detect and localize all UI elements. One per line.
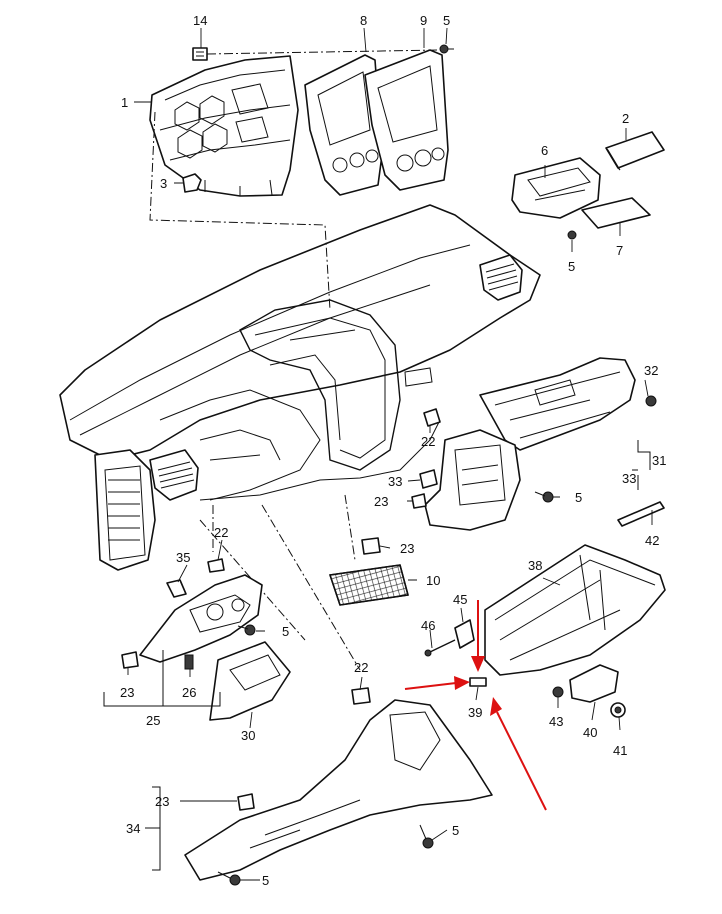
callout-45: 45 — [453, 592, 467, 607]
part-40-latch — [569, 664, 619, 703]
part-5-screw-bottom2 — [217, 871, 241, 886]
part-45-damper — [454, 619, 475, 649]
part-32-bolt — [645, 395, 657, 407]
dashboard-main-body — [59, 204, 541, 571]
callout-8: 8 — [360, 13, 367, 28]
part-33-clip-mid — [419, 469, 438, 489]
part-23-clip-mid — [411, 493, 427, 509]
part-34-side-sill-trim — [184, 699, 493, 881]
part-6-storage-compartment — [511, 157, 601, 219]
part-22-clip-mid — [423, 408, 441, 427]
callout-1: 1 — [121, 95, 128, 110]
highlight-arrows — [404, 600, 547, 811]
dashed-line-center — [149, 111, 331, 311]
callout-46: 46 — [421, 618, 435, 633]
callout-14: 14 — [193, 13, 207, 28]
callout-5-left: 5 — [282, 624, 289, 639]
leader-lines — [103, 27, 653, 881]
callout-38: 38 — [528, 558, 542, 573]
callout-3: 3 — [160, 176, 167, 191]
part-23-clip-bottom — [237, 793, 255, 811]
part-25-lower-trim-left — [139, 574, 263, 663]
callout-43: 43 — [549, 714, 563, 729]
callout-32: 32 — [644, 363, 658, 378]
part-41-lock-cylinder — [610, 702, 626, 718]
part-5-screw-bottom1 — [419, 824, 434, 849]
callout-33-right: 33 — [622, 471, 636, 486]
part-38-glovebox — [484, 544, 666, 676]
part-30-knee-cover — [209, 641, 291, 721]
part-46-cable — [424, 639, 456, 657]
part-3-clip — [182, 173, 202, 193]
callout-23-left: 23 — [120, 685, 134, 700]
callout-9: 9 — [420, 13, 427, 28]
dashed-line-diagonal — [261, 504, 361, 671]
part-35-bracket — [166, 579, 187, 598]
part-9-trim-frame — [364, 49, 449, 191]
part-23-clip-left — [121, 651, 139, 669]
part-8-trim-frame — [304, 54, 383, 196]
part-5-screw-left — [237, 624, 256, 636]
callout-5-top: 5 — [443, 13, 450, 28]
callout-6: 6 — [541, 143, 548, 158]
part-10-mesh-pad — [329, 564, 409, 606]
part-2-cover-plate — [605, 131, 665, 171]
part-5-screw-top — [439, 44, 454, 54]
callout-23-mid: 23 — [374, 494, 388, 509]
part-5-screw-right — [567, 230, 577, 240]
callout-30: 30 — [241, 728, 255, 743]
callout-34: 34 — [126, 821, 140, 836]
part-43-screw — [552, 686, 564, 698]
callout-42: 42 — [645, 533, 659, 548]
part-33-support-bracket — [424, 429, 521, 531]
callout-33-mid: 33 — [388, 474, 402, 489]
part-23-clip-center — [361, 537, 381, 555]
callout-40: 40 — [583, 725, 597, 740]
part-31-lower-trim-right — [479, 357, 636, 451]
part-22-clip-low — [351, 687, 371, 705]
dashed-line-to-30 — [199, 519, 306, 641]
dashed-line-to-10 — [344, 494, 356, 561]
callout-25: 25 — [146, 713, 160, 728]
callout-22-mid: 22 — [421, 434, 435, 449]
part-14-clip — [192, 47, 208, 61]
callout-labels: 14 8 9 5 1 2 3 6 5 7 32 22 31 33 33 23 5… — [120, 13, 666, 888]
callout-10: 10 — [426, 573, 440, 588]
callout-5-right: 5 — [568, 259, 575, 274]
part-5-screw-mid — [534, 491, 554, 503]
callout-22-low: 22 — [354, 660, 368, 675]
callout-23-center: 23 — [400, 541, 414, 556]
callout-7: 7 — [616, 243, 623, 258]
callout-5-bottom1: 5 — [452, 823, 459, 838]
part-39-pin — [469, 677, 487, 687]
callout-22-left: 22 — [214, 525, 228, 540]
part-42-trim-strip — [617, 501, 665, 527]
part-26-pin — [184, 654, 194, 670]
part-1-center-frame — [149, 55, 299, 197]
callout-41: 41 — [613, 743, 627, 758]
callout-2: 2 — [622, 111, 629, 126]
callout-5-bottom2: 5 — [262, 873, 269, 888]
callout-39: 39 — [468, 705, 482, 720]
dashed-line-top — [206, 49, 441, 55]
callout-5-mid: 5 — [575, 490, 582, 505]
callout-35: 35 — [176, 550, 190, 565]
callout-23-bottom: 23 — [155, 794, 169, 809]
callout-26: 26 — [182, 685, 196, 700]
part-7-tray — [581, 197, 651, 229]
callout-31: 31 — [652, 453, 666, 468]
part-22-clip-left — [207, 558, 225, 573]
